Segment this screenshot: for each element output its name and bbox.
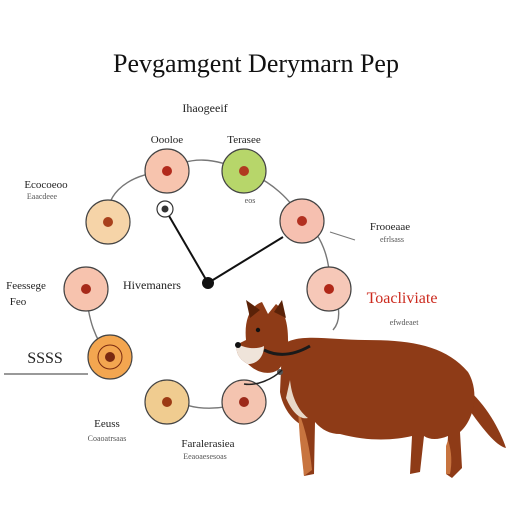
- dog-illustration: [235, 300, 506, 478]
- node-label: Eeuss: [94, 418, 120, 430]
- node-oooloe: Oooloe: [144, 134, 190, 194]
- node-label: Ecocoeoo: [24, 179, 68, 191]
- node-eeuss: Eeuss Coaoatrsaas: [88, 418, 127, 443]
- node-toacliviate: Toacliviate efwdeaet: [306, 266, 438, 327]
- ring-connector: [85, 159, 340, 410]
- node-sublabel: Feo: [10, 296, 27, 308]
- node-right-upper: [279, 198, 325, 244]
- top-tag-label: Ihaogeeif: [182, 101, 227, 115]
- node-label: Terasee: [227, 134, 261, 146]
- node-sublabel: Eeaoaesesoas: [183, 452, 227, 461]
- node-faralerasiea: Faralerasiea Eeaoaesesoas: [144, 379, 235, 461]
- center-label: Hivemaners: [123, 278, 181, 292]
- node-sublabel: eos: [245, 196, 256, 205]
- node-ecocoeoo: Ecocoeoo Eaacdeee: [24, 179, 131, 245]
- node-sublabel: Coaoatrsaas: [88, 434, 127, 443]
- node-frooeaae: Frooeaae efrlsass: [329, 221, 410, 244]
- node-label: SSSS: [27, 350, 63, 367]
- node-sublabel: Eaacdeee: [27, 192, 58, 201]
- node-label: Faralerasiea: [181, 438, 234, 450]
- node-sublabel: efwdeaet: [390, 318, 420, 327]
- diagram-title: Pevgamgent Derymarn Pep: [113, 49, 399, 78]
- node-ssss: SSSS: [4, 334, 133, 380]
- node-lower-right: [221, 379, 267, 425]
- node-feessege: Feessege Feo: [6, 266, 109, 312]
- node-label: Frooeaae: [370, 221, 410, 233]
- node-terasee: Terasee eos: [221, 134, 267, 205]
- node-sublabel: efrlsass: [380, 235, 404, 244]
- node-label: Oooloe: [151, 134, 184, 146]
- node-label: Feessege: [6, 280, 46, 292]
- node-label-highlight: Toacliviate: [367, 290, 438, 307]
- clock-hands: [164, 208, 284, 289]
- hand-tip-icon: [156, 200, 174, 218]
